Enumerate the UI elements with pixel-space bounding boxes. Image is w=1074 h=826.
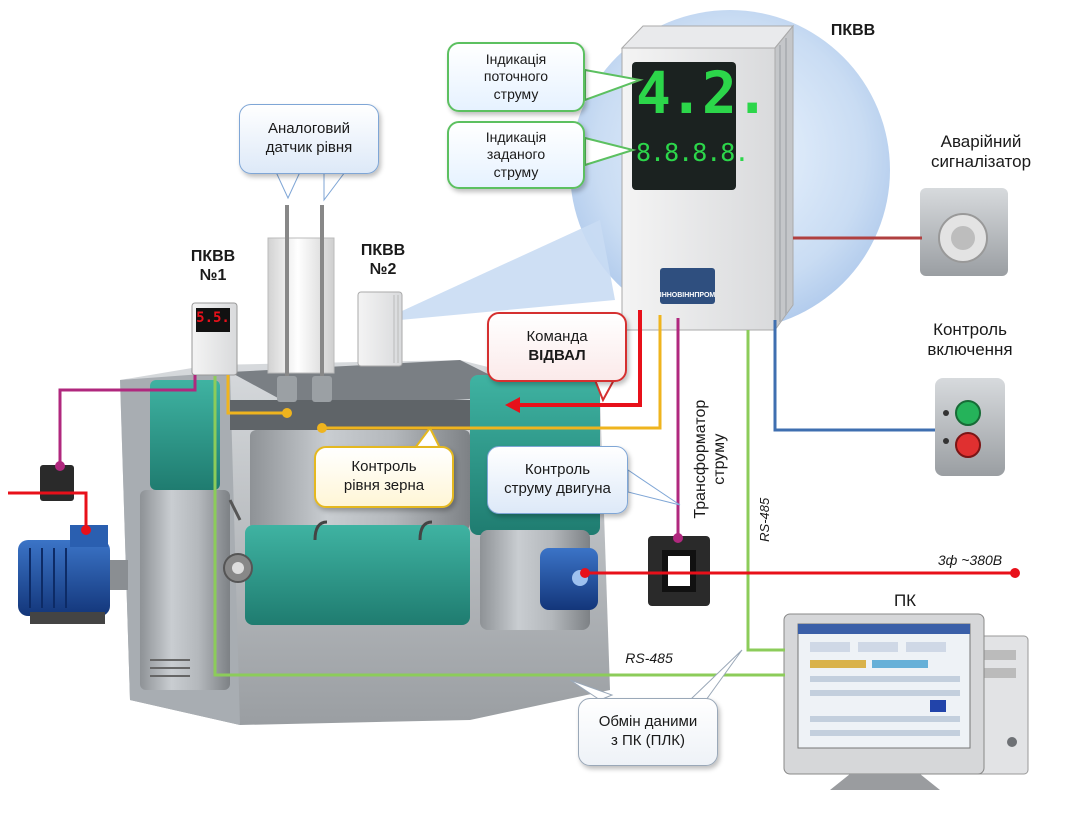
wire-left-sensor — [58, 375, 197, 466]
label-alarm: Аварійний сигналізатор — [915, 132, 1047, 173]
callout-grain-line2: рівня зерна — [343, 477, 425, 494]
label-power-line1: Контроль — [933, 320, 1007, 339]
left-motor — [18, 525, 128, 624]
callout-current-line1: Індикація — [485, 50, 547, 67]
callout-grain-line1: Контроль — [351, 458, 417, 476]
sensor-cylinder — [267, 237, 335, 374]
label-pkvv2-line1: ПКВВ — [360, 242, 406, 259]
callout-sensor-line2: датчик рівня — [265, 139, 353, 156]
label-transformer-line2: струму — [711, 433, 728, 485]
alarm-siren — [920, 188, 1008, 276]
zoom-wedge — [378, 220, 615, 322]
label-pkvv1: ПКВВ №1 — [178, 247, 248, 285]
sensor-dot-left — [282, 408, 292, 418]
label-pkvv-main: ПКВВ — [830, 22, 876, 39]
control-button-box — [935, 378, 1005, 476]
display-set-value: 8.8.8.8. — [636, 138, 749, 167]
label-pkvv1-line2: №1 — [199, 267, 227, 285]
power-dot — [1010, 568, 1020, 578]
label-transformer-line1: Трансформатор — [691, 399, 709, 519]
pc-computer — [783, 613, 1029, 790]
transformer-dot — [673, 533, 683, 543]
right-motor — [540, 548, 598, 610]
small-display-value: 5.5. — [196, 310, 230, 326]
label-voltage: 3ф ~380В — [937, 552, 1003, 568]
sensor-dot-right — [317, 423, 327, 433]
callout-set-indication: Індикація заданого струму — [447, 121, 585, 189]
callout-analog-sensor: Аналоговий датчик рівня — [239, 104, 379, 174]
callout-data-exchange: Обмін даними з ПК (ПЛК) — [578, 698, 718, 766]
wire-left-power — [8, 491, 88, 530]
display-current-value: 4.2. — [636, 59, 770, 127]
callout-set-line3: струму — [493, 163, 539, 180]
callout-motor-line1: Контроль — [524, 461, 591, 479]
callout-set-line2: заданого — [486, 146, 546, 163]
label-pc: ПК — [893, 591, 917, 610]
callout-sensor-line1: Аналоговий — [267, 120, 351, 138]
label-pkvv1-line1: ПКВВ — [190, 248, 236, 265]
label-rs485-bottom: RS-485 — [625, 650, 673, 666]
pkvv2-device — [357, 291, 403, 367]
callout-set-line1: Індикація — [485, 128, 547, 145]
callout-data-line2: з ПК (ПЛК) — [610, 732, 686, 749]
label-alarm-line2: сигналізатор — [930, 152, 1032, 172]
callout-data-line1: Обмін даними — [598, 713, 698, 731]
current-transformer — [648, 536, 710, 606]
left-sensor-dot — [55, 461, 65, 471]
wire-grain-level — [322, 315, 662, 430]
label-pkvv2: ПКВВ №2 — [348, 241, 418, 279]
right-motor-dot — [580, 568, 590, 578]
wire-control — [773, 320, 935, 432]
label-pkvv2-line2: №2 — [369, 261, 397, 279]
tail-sensor-right — [323, 171, 346, 202]
left-current-sensor — [40, 465, 74, 501]
callout-command-line2: ВІДВАЛ — [528, 347, 586, 364]
callout-command: Команда ВІДВАЛ — [487, 312, 627, 382]
wire-command — [515, 310, 642, 407]
label-power-line2: включення — [927, 340, 1013, 360]
tail-current-ind — [584, 68, 644, 102]
callout-current-line2: поточного — [483, 68, 549, 85]
device-brand: ІННОВІННПРОМ — [659, 292, 716, 299]
tail-sensor-left — [275, 171, 301, 200]
wire-rs485-bottom — [213, 376, 785, 677]
sensor-head-right — [312, 376, 332, 402]
label-power-control: Контроль включення — [915, 320, 1025, 361]
pkvv-main-device — [620, 24, 795, 332]
label-rs485-vertical: RS-485 — [757, 497, 773, 542]
callout-current-line3: струму — [493, 85, 539, 102]
callout-motor-current: Контроль струму двигуна — [487, 446, 628, 514]
pkvv1-device — [191, 302, 238, 376]
sensor-head-left — [277, 376, 297, 402]
left-motor-dot — [81, 525, 91, 535]
pc-screen-widgets — [810, 642, 960, 736]
wire-rs485-vertical — [746, 330, 785, 652]
command-arrow — [505, 397, 520, 413]
grain-machine — [120, 360, 610, 725]
callout-grain-level: Контроль рівня зерна — [314, 446, 454, 508]
tail-data-left — [569, 679, 614, 701]
tail-set-ind — [584, 136, 637, 167]
callout-motor-line2: струму двигуна — [504, 480, 611, 497]
callout-current-indication: Індикація поточного струму — [447, 42, 585, 112]
callout-command-line1: Команда — [526, 328, 588, 346]
wire-pkvv1-sensor — [226, 375, 287, 415]
label-alarm-line1: Аварійний — [940, 132, 1022, 151]
label-transformer: Трансформатор струму — [691, 379, 729, 539]
tail-motor — [627, 469, 681, 506]
